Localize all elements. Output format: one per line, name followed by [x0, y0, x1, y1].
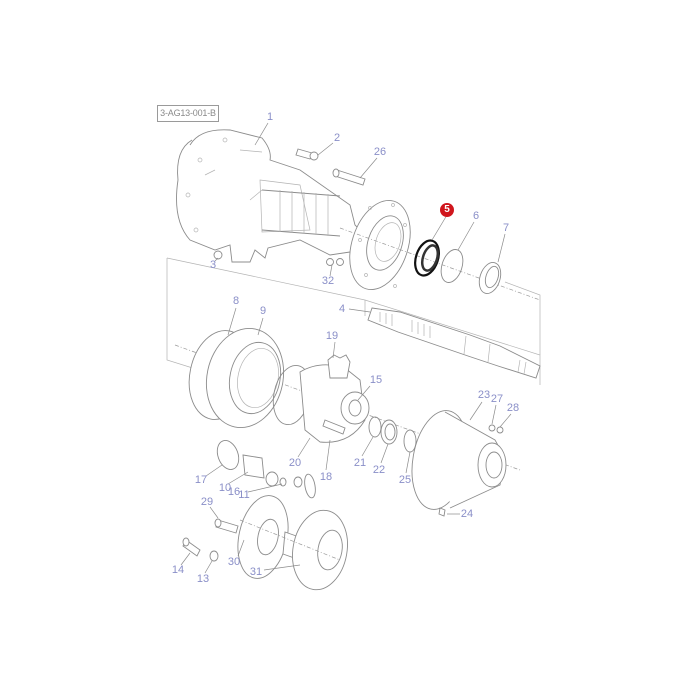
part-callout-19[interactable]: 19: [325, 330, 339, 342]
part-callout-5[interactable]: 5: [440, 203, 454, 217]
stud-26: [332, 168, 366, 186]
part-callout-8[interactable]: 8: [232, 295, 240, 307]
part-callout-6[interactable]: 6: [472, 210, 480, 222]
hub-housing-23: [411, 410, 507, 510]
part-callout-10[interactable]: 10: [218, 482, 232, 494]
part-callout-14[interactable]: 14: [171, 564, 185, 576]
part-callout-21[interactable]: 21: [353, 457, 367, 469]
part-callout-24[interactable]: 24: [460, 508, 474, 520]
shaft-4: [367, 307, 541, 379]
part-callout-13[interactable]: 13: [196, 573, 210, 585]
part-callout-16[interactable]: 16: [227, 486, 241, 498]
part-callout-18[interactable]: 18: [319, 471, 333, 483]
part-callout-3[interactable]: 3: [209, 259, 217, 271]
part-callout-15[interactable]: 15: [369, 374, 383, 386]
part-callout-23[interactable]: 23: [477, 389, 491, 401]
seal-5: [414, 239, 440, 277]
part-callout-4[interactable]: 4: [338, 303, 346, 315]
bolt-2: [295, 148, 319, 161]
part-callout-7[interactable]: 7: [502, 222, 510, 234]
part-callout-25[interactable]: 25: [398, 474, 412, 486]
part-callout-28[interactable]: 28: [506, 402, 520, 414]
differential-carrier: [272, 354, 370, 443]
part-callout-17[interactable]: 17: [194, 474, 208, 486]
part-callout-30[interactable]: 30: [227, 556, 241, 568]
part-callout-29[interactable]: 29: [200, 496, 214, 508]
axle-housing: [176, 129, 411, 291]
part-callout-20[interactable]: 20: [288, 457, 302, 469]
hub-31: [282, 509, 348, 591]
part-callout-22[interactable]: 22: [372, 464, 386, 476]
part-callout-26[interactable]: 26: [373, 146, 387, 158]
diagram-reference-code: 3-AG13-001-B: [157, 105, 219, 122]
ring-8-9: [188, 328, 285, 428]
part-callout-32[interactable]: 32: [321, 275, 335, 287]
part-callout-1[interactable]: 1: [266, 111, 274, 123]
part-callout-9[interactable]: 9: [259, 305, 267, 317]
part-callout-27[interactable]: 27: [490, 393, 504, 405]
part-callout-11[interactable]: 11: [238, 489, 250, 501]
part-callout-31[interactable]: 31: [249, 566, 263, 578]
part-callout-2[interactable]: 2: [333, 132, 341, 144]
